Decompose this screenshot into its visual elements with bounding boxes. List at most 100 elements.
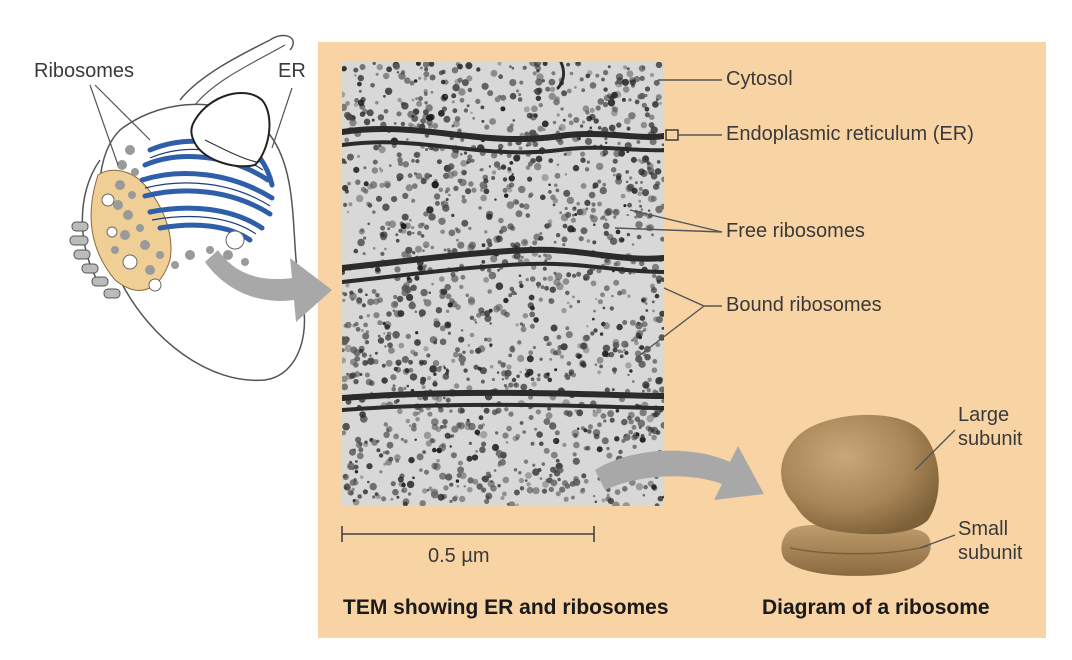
tem-speckle	[544, 285, 549, 291]
tem-speckle	[377, 334, 381, 338]
tem-speckle	[487, 337, 492, 343]
tem-speckle	[525, 213, 531, 218]
tem-speckle	[354, 470, 359, 474]
tem-speckle	[355, 441, 363, 448]
tem-speckle	[460, 137, 465, 142]
tem-speckle	[648, 122, 655, 128]
tem-speckle	[445, 371, 449, 376]
tem-speckle	[364, 440, 368, 444]
tem-speckle	[415, 417, 420, 422]
tem-speckle	[603, 94, 611, 102]
tem-speckle	[579, 77, 584, 82]
tem-speckle	[583, 273, 590, 281]
tem-speckle	[596, 446, 603, 453]
tem-speckle	[401, 213, 409, 221]
tem-speckle	[626, 232, 631, 237]
tem-speckle	[510, 345, 515, 350]
tem-speckle	[656, 160, 661, 164]
tem-speckle	[507, 223, 514, 230]
tem-speckle	[543, 418, 551, 425]
tem-speckle	[557, 139, 564, 146]
tem-speckle	[541, 79, 545, 83]
tem-speckle	[384, 87, 393, 96]
tem-speckle	[627, 202, 632, 208]
tem-speckle	[517, 154, 521, 158]
tem-speckle	[433, 340, 438, 345]
tem-speckle	[345, 113, 353, 121]
tem-speckle	[610, 167, 617, 173]
tem-speckle	[451, 358, 456, 363]
tem-speckle	[424, 469, 429, 475]
tem-speckle	[372, 62, 376, 65]
tem-speckle	[562, 480, 568, 487]
tem-speckle	[526, 141, 532, 147]
tem-speckle	[392, 384, 396, 388]
tem-speckle	[634, 215, 638, 219]
tem-speckle	[426, 353, 431, 358]
tem-speckle	[372, 495, 376, 499]
tem-speckle	[623, 117, 631, 125]
caption-tem: TEM showing ER and ribosomes	[343, 596, 669, 619]
tem-speckle	[479, 188, 484, 192]
tem-speckle	[431, 181, 439, 189]
tem-speckle	[473, 364, 479, 370]
tem-speckle	[589, 107, 595, 113]
tem-speckle	[372, 247, 376, 250]
tem-speckle	[644, 106, 650, 112]
tem-speckle	[403, 439, 408, 444]
tem-speckle	[455, 347, 460, 353]
tem-speckle	[466, 158, 472, 164]
tem-speckle	[660, 203, 664, 210]
tem-speckle	[641, 189, 650, 197]
tem-speckle	[358, 315, 363, 320]
tem-speckle	[621, 418, 628, 426]
tem-speckle	[523, 203, 530, 210]
tem-speckle	[602, 153, 606, 157]
tem-speckle	[640, 169, 648, 178]
tem-speckle	[597, 422, 602, 428]
tem-speckle	[542, 276, 547, 281]
tem-speckle	[468, 441, 472, 445]
tem-speckle	[401, 102, 409, 110]
tem-speckle	[572, 206, 577, 212]
tem-speckle	[530, 377, 535, 382]
tem-speckle	[342, 335, 345, 340]
tem-speckle	[592, 494, 596, 498]
tem-speckle	[342, 91, 346, 98]
tem-speckle	[388, 347, 395, 354]
tem-speckle	[626, 67, 630, 71]
tem-speckle	[437, 493, 445, 501]
tem-speckle	[487, 268, 492, 273]
tem-speckle	[478, 415, 484, 421]
tem-speckle	[357, 74, 364, 82]
tem-speckle	[554, 183, 558, 187]
tem-speckle	[441, 106, 447, 112]
tem-speckle	[426, 489, 430, 492]
tem-speckle	[453, 351, 459, 358]
tem-speckle	[365, 340, 370, 344]
tem-speckle	[526, 112, 533, 119]
tem-speckle	[589, 82, 597, 89]
tem-speckle	[475, 98, 481, 104]
tem-speckle	[655, 430, 661, 435]
tem-speckle	[415, 245, 422, 253]
tem-speckle	[535, 155, 543, 163]
tem-speckle	[509, 286, 515, 292]
tem-speckle	[528, 192, 534, 198]
tem-speckle	[631, 424, 637, 430]
er-membrane-3	[342, 389, 664, 401]
tem-speckle	[657, 495, 664, 502]
tem-speckle	[423, 76, 428, 81]
tem-speckle	[484, 337, 488, 342]
tem-speckle	[522, 65, 527, 70]
tem-speckle	[502, 491, 507, 497]
tem-speckle	[438, 217, 446, 225]
tem-speckle	[636, 330, 644, 338]
tem-speckle	[543, 447, 550, 454]
tem-speckle	[513, 154, 521, 162]
tem-speckle	[546, 343, 550, 346]
tem-speckle	[547, 219, 553, 224]
tem-speckle	[540, 194, 546, 201]
tem-speckle	[422, 249, 425, 252]
tem-speckle	[629, 369, 633, 373]
